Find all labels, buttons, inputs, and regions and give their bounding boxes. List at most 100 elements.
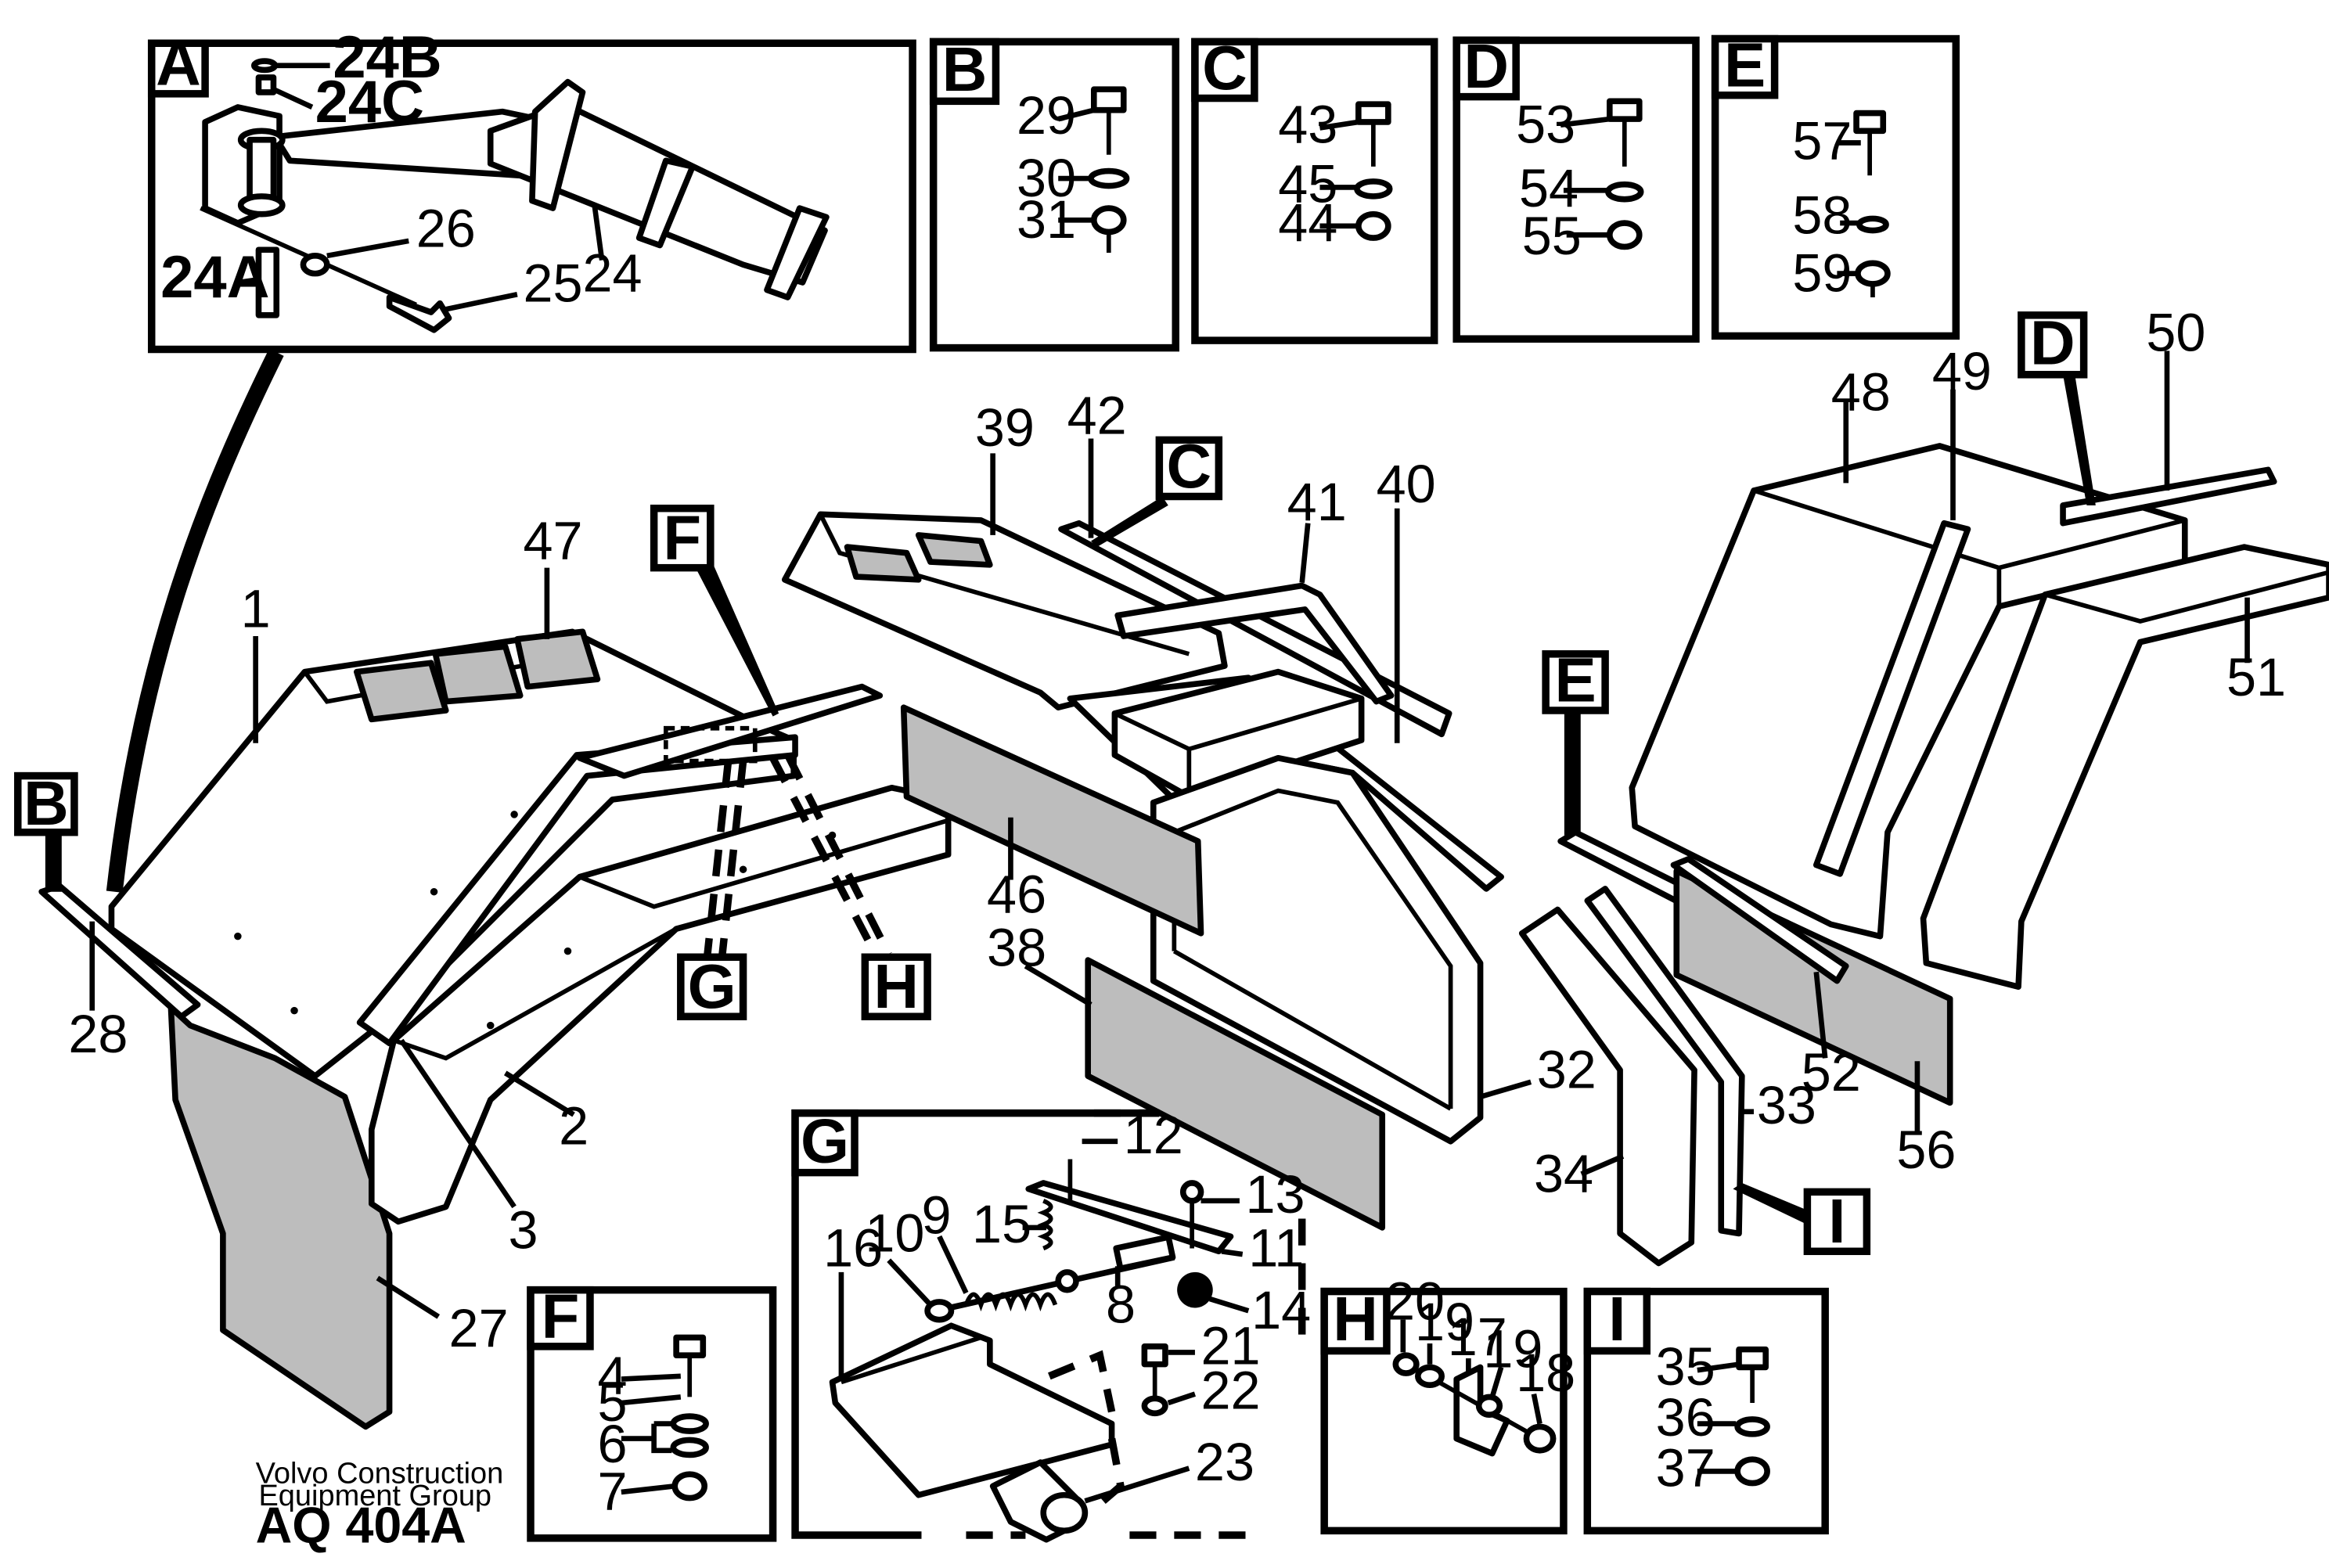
callout-f: F — [650, 502, 779, 717]
label-4: 4 — [597, 1347, 627, 1406]
detail-a: A 24B 24C 26 24A 25 24 — [147, 24, 916, 354]
label-21: 21 — [1201, 1317, 1261, 1376]
callout-d: D — [2018, 307, 2096, 505]
label-9: 9 — [921, 1185, 951, 1245]
panel-46 — [900, 704, 1204, 937]
label-29: 29 — [1017, 86, 1076, 146]
detail-b-label: B — [942, 34, 988, 104]
label-8: 8 — [1106, 1275, 1136, 1334]
label-45: 45 — [1278, 154, 1337, 214]
mudflap-56 — [1673, 868, 1953, 1106]
left-fender-assembly: 1 47 28 2 3 27 — [38, 511, 952, 1430]
label-44: 44 — [1278, 193, 1337, 253]
svg-text:B: B — [23, 768, 69, 838]
label-39: 39 — [975, 398, 1035, 458]
detail-i-label: I — [1608, 1284, 1625, 1354]
label-32: 32 — [1537, 1040, 1596, 1099]
label-35: 35 — [1656, 1337, 1715, 1397]
footer-line1: Volvo Construction — [256, 1458, 504, 1491]
label-54: 54 — [1519, 159, 1578, 218]
label-36: 36 — [1656, 1388, 1715, 1448]
plate-16 — [829, 1322, 1115, 1498]
label-7: 7 — [597, 1462, 627, 1522]
label-17: 17 — [1448, 1307, 1507, 1367]
right-fender-assembly: 48 49 50 51 52 56 — [1557, 303, 2329, 1180]
label-12: 12 — [1124, 1106, 1183, 1165]
svg-text:E: E — [1555, 646, 1596, 715]
label-38: 38 — [987, 919, 1046, 978]
label-23: 23 — [1195, 1433, 1254, 1492]
detail-a-link — [106, 348, 284, 893]
label-42: 42 — [1067, 387, 1127, 446]
label-52: 52 — [1802, 1043, 1861, 1102]
label-18: 18 — [1516, 1343, 1575, 1403]
detail-c-label: C — [1202, 33, 1247, 102]
label-59: 59 — [1792, 243, 1852, 303]
label-56: 56 — [1896, 1120, 1956, 1180]
detail-c: C 43 45 44 — [1191, 33, 1438, 344]
label-25: 25 — [524, 254, 583, 314]
panel-38 — [1085, 957, 1386, 1231]
label-2: 2 — [559, 1097, 589, 1156]
detail-g: G 12 13 15 11 9 — [791, 1106, 1311, 1543]
label-48: 48 — [1831, 362, 1891, 422]
callout-c: C — [1090, 431, 1223, 548]
pin-24a — [255, 246, 280, 318]
bar-f — [576, 683, 884, 779]
center-fender-assembly: 39 42 41 40 46 38 32 34 33 — [781, 387, 1816, 1267]
label-50: 50 — [2146, 303, 2205, 362]
label-24b: 24B — [333, 24, 441, 91]
panel-32 — [1150, 754, 1484, 1145]
mudflap-27 — [167, 1005, 393, 1430]
detail-d: D 53 54 55 — [1452, 31, 1700, 343]
callout-i: I — [1733, 1182, 1871, 1256]
svg-text:F: F — [663, 502, 701, 572]
label-28: 28 — [68, 1005, 128, 1064]
label-5: 5 — [597, 1373, 627, 1433]
fender-2 — [368, 784, 952, 1225]
svg-text:C: C — [1167, 431, 1212, 501]
fender-1 — [108, 628, 797, 1079]
detail-a-label: A — [156, 28, 201, 98]
label-24c: 24C — [315, 69, 424, 135]
label-57: 57 — [1792, 111, 1852, 171]
detail-h: H 20 19 17 19 18 — [1320, 1272, 1575, 1535]
label-24a: 24A — [160, 244, 269, 311]
label-33: 33 — [1757, 1076, 1816, 1135]
detail-i: I 35 36 37 — [1583, 1284, 1829, 1535]
label-24: 24 — [582, 243, 642, 303]
strip-52 — [1670, 856, 1849, 984]
label-34: 34 — [1534, 1144, 1593, 1203]
label-20: 20 — [1385, 1272, 1445, 1332]
label-6: 6 — [597, 1415, 627, 1474]
detail-b: B 29 30 31 — [929, 34, 1179, 352]
label-55: 55 — [1522, 207, 1582, 266]
label-19b: 19 — [1483, 1319, 1542, 1379]
strip-34 — [1518, 906, 1697, 1267]
strip-3 — [356, 734, 798, 1047]
label-51: 51 — [2226, 648, 2286, 707]
detail-f: F 4 5 6 7 — [527, 1281, 777, 1542]
detail-f-label: F — [542, 1281, 580, 1350]
label-53: 53 — [1516, 95, 1575, 155]
strip-49 — [1812, 520, 1971, 877]
label-47: 47 — [524, 511, 583, 570]
svg-text:H: H — [873, 951, 919, 1021]
strip-33 — [1584, 886, 1745, 1237]
svg-text:I: I — [1828, 1186, 1845, 1256]
detail-d-label: D — [1463, 31, 1509, 101]
label-1: 1 — [241, 580, 271, 639]
label-3: 3 — [509, 1200, 538, 1260]
label-14: 14 — [1251, 1281, 1311, 1340]
fender-51 — [1920, 544, 2329, 991]
callout-g: G — [677, 761, 747, 1021]
bar-11 — [1025, 1180, 1234, 1255]
label-27: 27 — [449, 1299, 509, 1358]
label-10: 10 — [865, 1203, 924, 1263]
detail-g-label: G — [801, 1106, 849, 1175]
callout-e: E — [1542, 646, 1609, 836]
label-15: 15 — [972, 1195, 1031, 1254]
label-43: 43 — [1278, 95, 1337, 155]
label-46: 46 — [987, 865, 1046, 924]
footer-line2: Equipment Group — [258, 1480, 491, 1512]
